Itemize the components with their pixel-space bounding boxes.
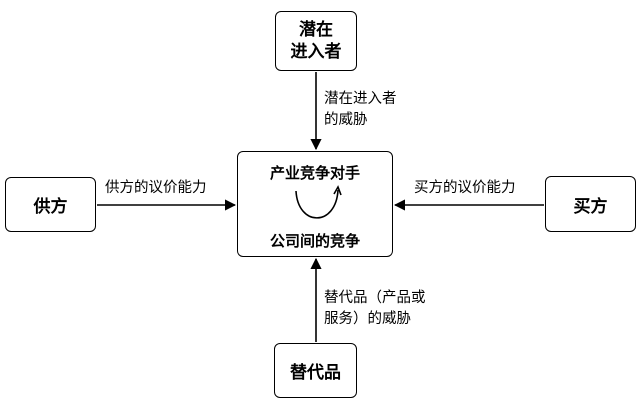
buyers-label: 买方 [573, 196, 608, 217]
entrants-threat-label: 潜在进入者 的威胁 [324, 89, 397, 131]
potential-entrants-label-line2: 进入者 [290, 42, 342, 62]
supplier-power-label: 供方的议价能力 [105, 180, 207, 196]
buyers-box: 买方 [545, 176, 636, 232]
rivalry-title: 产业竞争对手 [269, 164, 360, 182]
suppliers-box: 供方 [5, 177, 96, 232]
suppliers-label: 供方 [33, 197, 68, 217]
potential-entrants-box: 潜在 进入者 [275, 11, 357, 71]
rivalry-cycle-icon [295, 185, 342, 219]
substitute-threat-label: 替代品（产品或 服务）的威胁 [324, 288, 426, 330]
substitute-threat-line1: 替代品（产品或 [324, 290, 426, 306]
substitutes-box: 替代品 [274, 343, 357, 398]
entrants-threat-line2: 的威胁 [324, 112, 368, 128]
potential-entrants-label-line1: 潜在 [299, 20, 333, 40]
substitutes-label: 替代品 [290, 363, 341, 383]
rivalry-subtitle: 公司间的竞争 [269, 232, 360, 250]
entrants-threat-line1: 潜在进入者 [324, 91, 397, 107]
substitute-threat-line2: 服务）的威胁 [324, 311, 411, 327]
industry-rivalry-box: 产业竞争对手 公司间的竞争 [237, 151, 393, 257]
buyer-power-label: 买方的议价能力 [414, 180, 516, 196]
